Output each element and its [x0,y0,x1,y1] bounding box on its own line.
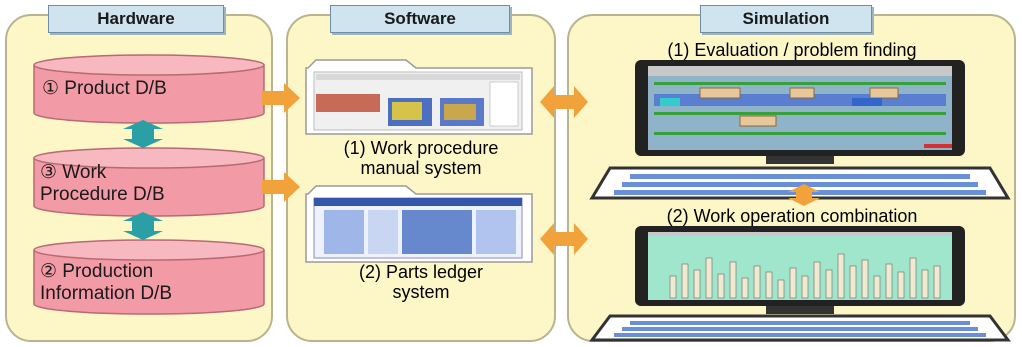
orange-double-arrow-2 [540,223,588,255]
parts-ledger-system-label-1: (2) Parts ledger [358,262,484,282]
work-operation-computer-icon [589,226,1011,342]
orange-vertical-double-arrow [788,184,820,206]
parts-ledger-system-label-2: system [392,282,450,302]
work-operation-label: (2) Work operation combination [666,206,918,226]
work-procedure-system-label-1: (1) Work procedure [343,138,499,158]
teal-arrow-2 [123,212,163,240]
work-procedure-db-label-2: Procedure D/B [40,184,165,205]
evaluation-computer-icon [589,60,1011,200]
simulation-title: Simulation [700,5,872,33]
software-title: Software [330,5,510,33]
work-procedure-system-label-2: manual system [360,158,482,178]
teal-arrow-1 [123,120,163,148]
product-db-cylinder [33,54,265,124]
parts-ledger-folder-icon [305,185,533,263]
orange-arrow-right-2 [262,172,300,202]
production-info-db-label-2: Information D/B [40,283,172,304]
production-info-db-cylinder [33,239,265,315]
work-procedure-db-label-1: ③ Work [40,162,107,183]
evaluation-label: (1) Evaluation / problem finding [667,40,917,60]
production-info-db-label-1: ② Production [40,261,154,282]
hardware-title: Hardware [48,5,224,33]
work-procedure-db-cylinder [33,147,265,217]
orange-arrow-right-1 [262,83,300,113]
orange-double-arrow-1 [540,86,588,118]
product-db-label: ① Product D/B [42,78,167,99]
work-procedure-folder-icon [305,59,533,135]
